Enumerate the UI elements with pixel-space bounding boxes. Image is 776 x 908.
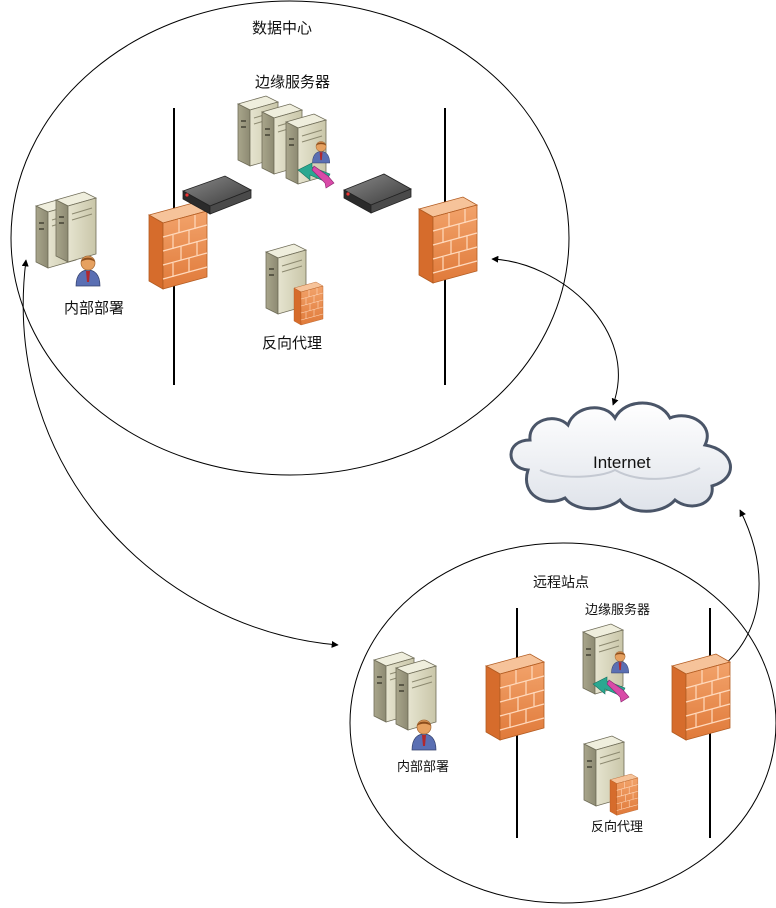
- remote-edge-servers-label: 边缘服务器: [585, 603, 651, 618]
- remote-reverse-proxy-icon: [583, 735, 639, 816]
- datacenter-title: 数据中心: [252, 19, 313, 37]
- dc-edge-servers-label: 边缘服务器: [255, 73, 331, 91]
- remote-internal-label: 内部部署: [397, 760, 450, 775]
- dc-internal-servers-icon: [35, 191, 101, 287]
- remote-edge-server-icon: [582, 623, 630, 703]
- dc-switch-right-icon: [343, 173, 412, 214]
- internet-remote-firewall-link: [721, 509, 760, 668]
- remote-reverse-proxy-label: 反向代理: [591, 820, 644, 835]
- remote-edge-arrow-icon: [592, 676, 630, 703]
- dc-firewall-internet-link: [491, 255, 619, 406]
- dc-reverse-proxy-icon: [265, 243, 324, 326]
- internet-label: Internet: [593, 453, 651, 472]
- remote-site-boundary: [349, 542, 776, 904]
- dc-edge-arrow-icon: [297, 162, 335, 189]
- dc-edge-servers-icon: [237, 95, 335, 189]
- internet-cloud-icon: [509, 401, 732, 513]
- dc-internal-remote-link: [21, 259, 339, 648]
- dc-firewall-left-icon: [148, 202, 208, 290]
- remote-internal-servers-icon: [373, 651, 437, 751]
- remote-firewall-left-icon: [485, 653, 545, 741]
- remote-firewall-right-icon: [671, 653, 731, 741]
- dc-firewall-right-icon: [418, 196, 478, 284]
- dc-reverse-proxy-label: 反向代理: [262, 334, 323, 352]
- remote-title: 远程站点: [533, 575, 589, 591]
- dc-switch-left-icon: [182, 175, 252, 215]
- dc-internal-label: 内部部署: [64, 299, 125, 317]
